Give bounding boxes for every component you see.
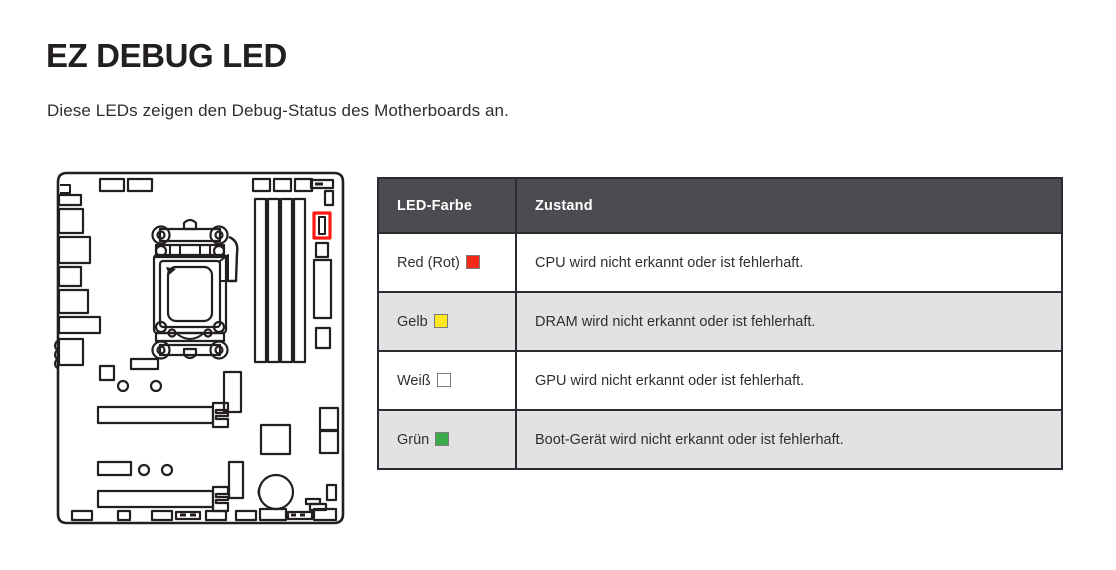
cpu-socket bbox=[151, 218, 239, 360]
mid-board-components bbox=[98, 357, 243, 414]
table-row: Gelb DRAM wird nicht erkannt oder ist fe… bbox=[377, 291, 1063, 352]
dimm-slots bbox=[253, 197, 307, 364]
red-led-swatch bbox=[465, 254, 480, 269]
led-state-cell: GPU wird nicht erkannt oder ist fehlerha… bbox=[515, 350, 1063, 411]
chipset-and-m2 bbox=[96, 423, 292, 500]
column-header-state: Zustand bbox=[515, 177, 1063, 234]
led-color-label: Weiß bbox=[397, 372, 431, 389]
table-header-row: LED-Farbe Zustand bbox=[377, 177, 1063, 234]
table-row: Grün Boot-Gerät wird nicht erkannt oder … bbox=[377, 409, 1063, 470]
white-led-swatch bbox=[436, 372, 451, 387]
led-color-cell: Grün bbox=[377, 409, 517, 470]
page-subtitle: Diese LEDs zeigen den Debug-Status des M… bbox=[47, 101, 509, 120]
led-color-label: Gelb bbox=[397, 313, 428, 330]
top-left-notch bbox=[60, 184, 71, 194]
ez-debug-led-table: LED-Farbe Zustand Red (Rot) CPU wird nic… bbox=[377, 177, 1063, 470]
led-state-cell: Boot-Gerät wird nicht erkannt oder ist f… bbox=[515, 409, 1063, 470]
table-body: Red (Rot) CPU wird nicht erkannt oder is… bbox=[377, 232, 1063, 470]
rear-io-connectors bbox=[54, 193, 102, 369]
table-row: Red (Rot) CPU wird nicht erkannt oder is… bbox=[377, 232, 1063, 293]
led-state-cell: DRAM wird nicht erkannt oder ist fehlerh… bbox=[515, 291, 1063, 352]
column-header-led-color: LED-Farbe bbox=[377, 177, 517, 234]
motherboard-diagram bbox=[48, 163, 353, 533]
led-state-cell: CPU wird nicht erkannt oder ist fehlerha… bbox=[515, 232, 1063, 293]
led-color-label: Grün bbox=[397, 431, 430, 448]
led-color-cell: Weiß bbox=[377, 350, 517, 411]
led-color-cell: Red (Rot) bbox=[377, 232, 517, 293]
board-outline bbox=[56, 171, 345, 525]
led-color-label: Red (Rot) bbox=[397, 254, 460, 271]
ez-debug-led-header-highlight bbox=[312, 211, 332, 240]
page-title: EZ DEBUG LED bbox=[46, 37, 287, 74]
led-color-cell: Gelb bbox=[377, 291, 517, 352]
pcie-slot-2 bbox=[96, 485, 230, 513]
green-led-swatch bbox=[435, 431, 450, 446]
table-row: Weiß GPU wird nicht erkannt oder ist feh… bbox=[377, 350, 1063, 411]
yellow-led-swatch bbox=[433, 313, 448, 328]
right-edge-headers bbox=[308, 189, 340, 512]
top-connectors bbox=[98, 177, 335, 193]
pcie-slot-1 bbox=[96, 401, 230, 429]
bottom-edge-connectors bbox=[70, 497, 338, 522]
